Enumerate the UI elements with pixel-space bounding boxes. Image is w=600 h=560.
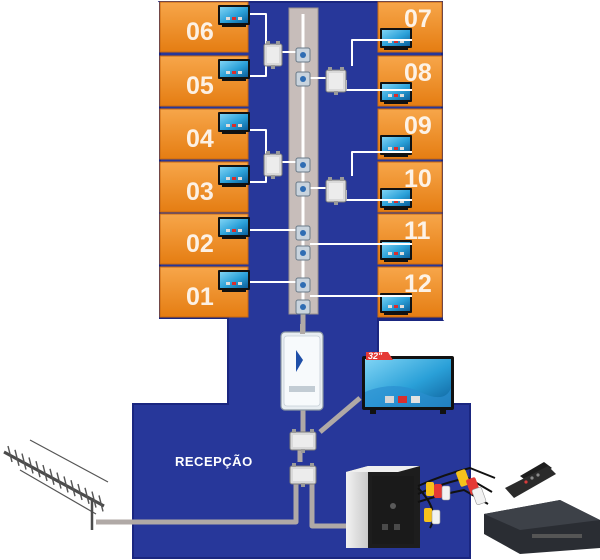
splitter-icon bbox=[289, 463, 317, 487]
splitter-icon bbox=[325, 177, 347, 205]
tv-icon bbox=[218, 270, 250, 292]
tap-icon bbox=[295, 71, 311, 87]
antenna-element bbox=[28, 457, 34, 474]
antenna-element bbox=[91, 491, 97, 508]
unit-06: 06 bbox=[159, 1, 250, 53]
tv-icon bbox=[218, 59, 250, 81]
tap-icon bbox=[295, 299, 311, 315]
tv-icon bbox=[362, 356, 454, 414]
antenna-element bbox=[21, 453, 27, 470]
antenna-element bbox=[98, 495, 104, 512]
antenna-element bbox=[7, 445, 13, 463]
tv-icon bbox=[218, 165, 250, 187]
unit-label: 04 bbox=[186, 125, 214, 153]
antenna-element bbox=[77, 483, 83, 501]
splitter-icon bbox=[263, 151, 283, 179]
unit-04: 04 bbox=[159, 108, 250, 160]
cable-unit-04 bbox=[250, 129, 267, 160]
tv-icon bbox=[380, 82, 412, 104]
tap-icon bbox=[295, 277, 311, 293]
antenna-elements bbox=[7, 445, 104, 512]
unit-03: 03 bbox=[159, 161, 250, 213]
tv-icon bbox=[218, 217, 250, 239]
unit-01: 01 bbox=[159, 266, 250, 318]
antenna-element bbox=[42, 464, 48, 482]
receiver-icon bbox=[484, 500, 600, 554]
tv-icon bbox=[380, 188, 412, 210]
cable-to-tv bbox=[318, 396, 362, 434]
unit-09: 09 bbox=[377, 108, 443, 160]
amplifier-icon bbox=[280, 324, 324, 411]
antenna-element bbox=[63, 476, 69, 493]
splitter-icon bbox=[325, 67, 347, 95]
tv-size-badge: 32" bbox=[366, 351, 393, 361]
antenna-element bbox=[35, 461, 41, 478]
unit-11: 11 bbox=[377, 213, 443, 265]
unit-05: 05 bbox=[159, 55, 250, 107]
unit-12: 12 bbox=[377, 266, 443, 318]
tv-icon bbox=[218, 112, 250, 134]
tap-icon bbox=[295, 225, 311, 241]
rca-cables bbox=[417, 466, 496, 529]
tv-size-label: 32" bbox=[368, 351, 383, 361]
tv-icon bbox=[380, 135, 412, 157]
unit-10: 10 bbox=[377, 161, 443, 213]
cable-unit-07 bbox=[351, 39, 412, 66]
tap-icon bbox=[295, 245, 311, 261]
modulator-icon bbox=[346, 466, 420, 548]
splitter-icon bbox=[263, 41, 283, 69]
reception-label: RECEPÇÃO bbox=[175, 454, 253, 469]
cable-unit-09 bbox=[351, 151, 412, 176]
unit-label: 02 bbox=[186, 230, 214, 258]
remote-icon bbox=[505, 462, 556, 498]
antenna-element bbox=[84, 487, 90, 504]
tap-icon bbox=[295, 181, 311, 197]
tap-icon bbox=[295, 157, 311, 173]
left-units: 06 05 04 03 02 01 bbox=[159, 1, 250, 318]
antenna-element bbox=[49, 468, 55, 485]
unit-07: 07 bbox=[377, 1, 443, 53]
splitter-icon bbox=[289, 429, 317, 453]
antenna-icon bbox=[3, 439, 109, 530]
unit-02: 02 bbox=[159, 213, 250, 265]
tv-icon bbox=[218, 5, 250, 27]
tv-icon bbox=[380, 28, 412, 50]
unit-label: 01 bbox=[186, 283, 214, 311]
unit-label: 06 bbox=[186, 18, 214, 46]
antenna-element bbox=[56, 472, 62, 489]
antenna-element bbox=[14, 449, 20, 466]
antenna-element bbox=[70, 480, 76, 497]
unit-label: 03 bbox=[186, 178, 214, 206]
tap-icon bbox=[295, 47, 311, 63]
cable-antenna bbox=[96, 478, 299, 525]
tv-icon bbox=[380, 293, 412, 315]
cable-modulator bbox=[309, 478, 346, 529]
unit-label: 05 bbox=[186, 72, 214, 100]
cable-unit-06 bbox=[250, 13, 267, 48]
device-layer bbox=[263, 41, 347, 487]
unit-08: 08 bbox=[377, 55, 443, 107]
